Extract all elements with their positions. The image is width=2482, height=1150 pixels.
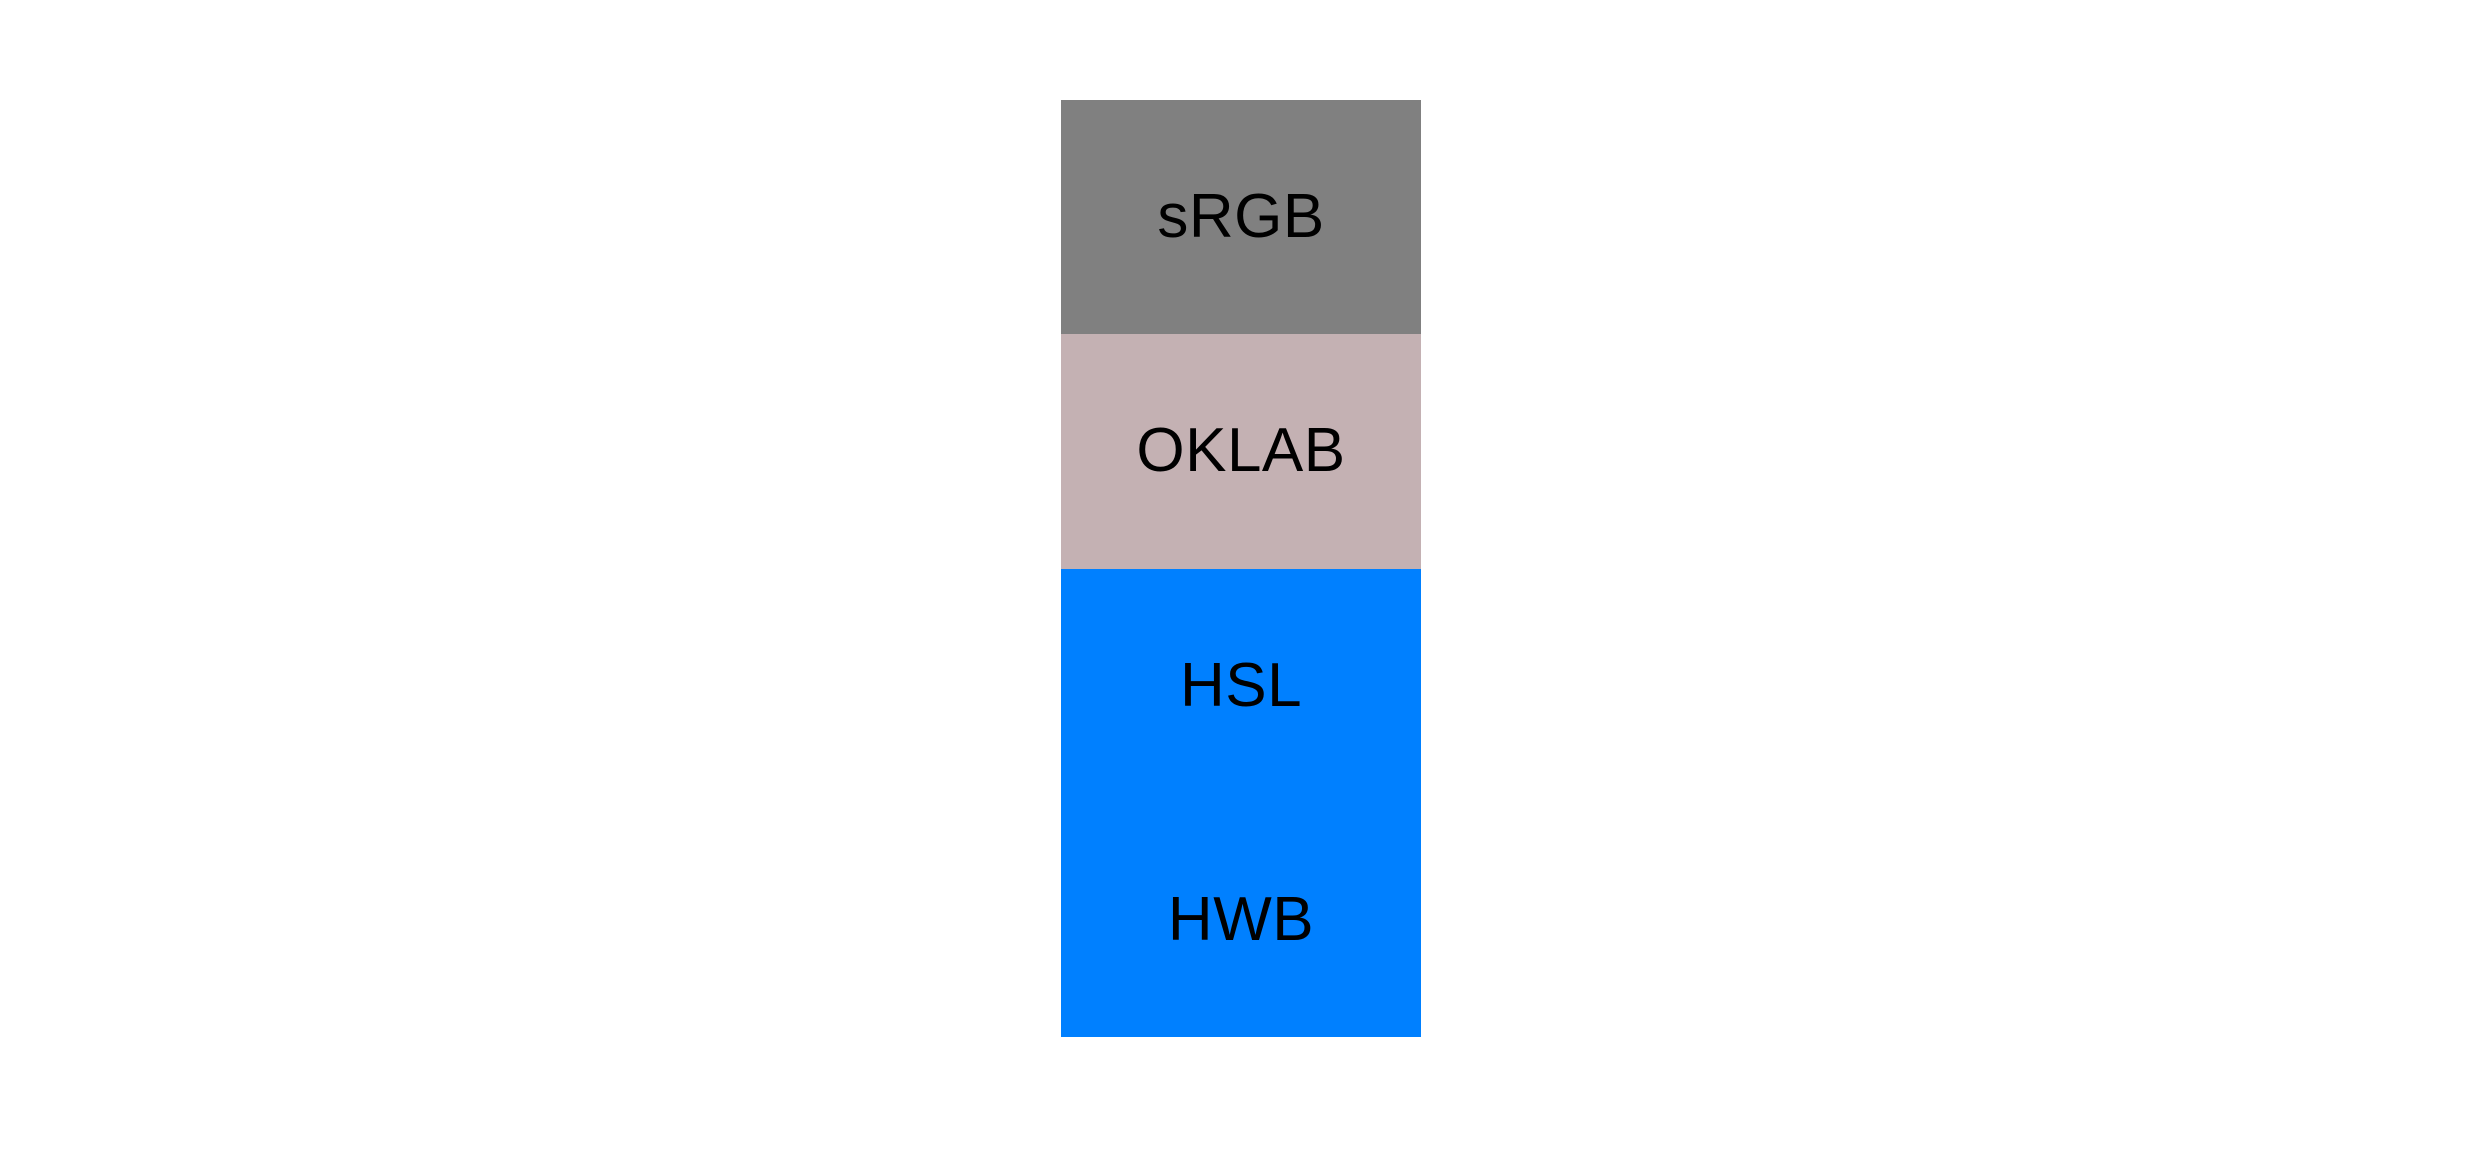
swatch-label-oklab: OKLAB xyxy=(1136,416,1346,486)
swatch-label-hwb: HWB xyxy=(1167,884,1315,954)
swatch-label-srgb: sRGB xyxy=(1157,182,1325,252)
swatch-label-hsl: HSL xyxy=(1179,650,1303,720)
color-space-comparison: sRGB OKLAB HSL HWB xyxy=(1061,100,1421,1037)
color-swatch-oklab: OKLAB xyxy=(1061,334,1421,569)
color-swatch-hsl: HSL xyxy=(1061,568,1421,803)
color-swatch-srgb: sRGB xyxy=(1061,100,1421,335)
color-swatch-hwb: HWB xyxy=(1061,802,1421,1037)
